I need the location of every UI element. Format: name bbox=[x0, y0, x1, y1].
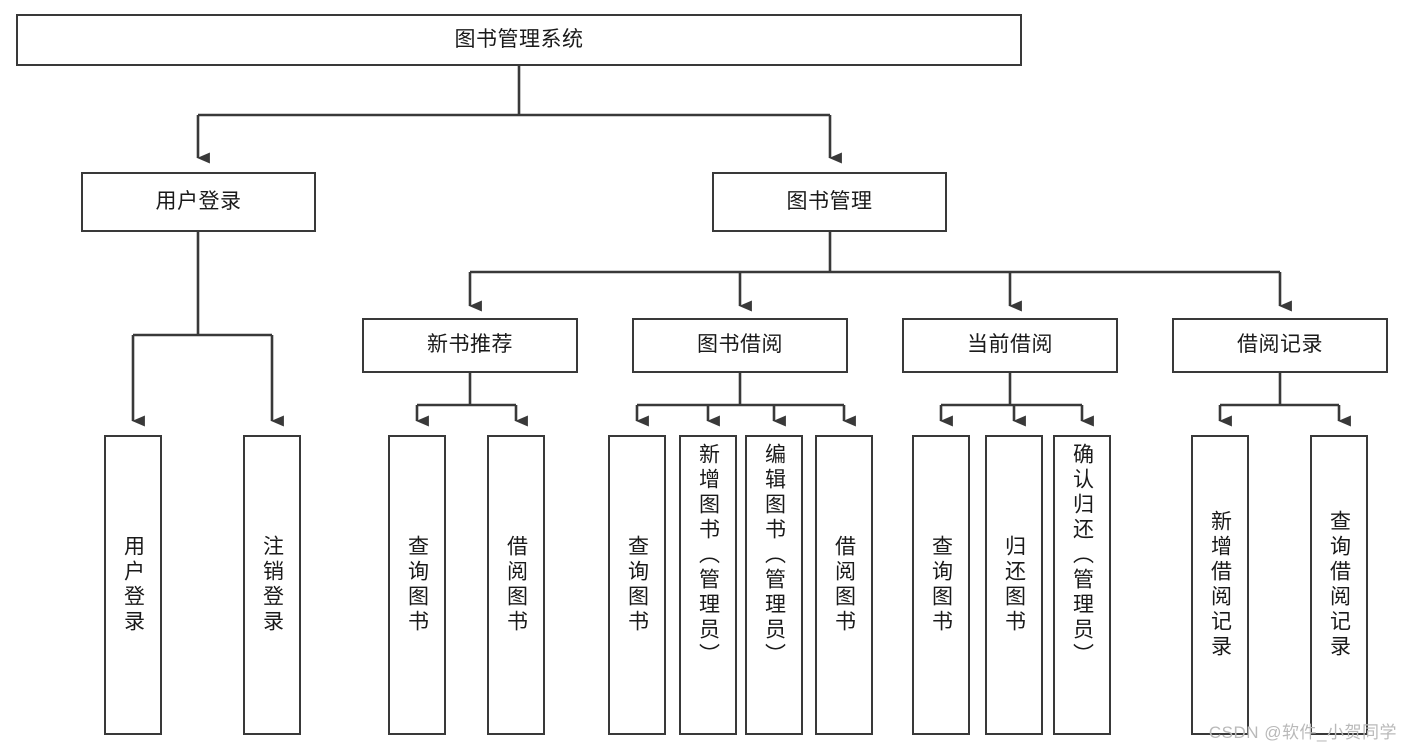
node-label-leaf-logout-login: 注销登录 bbox=[260, 535, 284, 635]
node-label-leaf-add-borrow-record: 新增借阅记录 bbox=[1208, 510, 1232, 660]
node-label-leaf-confirm-return-admin: 确认归还（管理员） bbox=[1070, 443, 1094, 668]
node-label-current-borrow: 当前借阅 bbox=[967, 333, 1053, 357]
node-label-leaf-query-book-1: 查询图书 bbox=[405, 535, 429, 635]
node-borrow-record[interactable]: 借阅记录 bbox=[1172, 318, 1388, 373]
node-leaf-logout-login[interactable]: 注销登录 bbox=[243, 435, 301, 735]
node-label-leaf-borrow-book-1: 借阅图书 bbox=[504, 535, 528, 635]
node-leaf-borrow-book-1[interactable]: 借阅图书 bbox=[487, 435, 545, 735]
node-label-leaf-query-book-2: 查询图书 bbox=[625, 535, 649, 635]
node-leaf-query-book-3[interactable]: 查询图书 bbox=[912, 435, 970, 735]
node-label-leaf-user-login: 用户登录 bbox=[121, 535, 145, 635]
node-user-login[interactable]: 用户登录 bbox=[81, 172, 316, 232]
node-label-book-management: 图书管理 bbox=[786, 189, 873, 213]
node-leaf-confirm-return-admin[interactable]: 确认归还（管理员） bbox=[1053, 435, 1111, 735]
node-label-borrow-record: 借阅记录 bbox=[1237, 333, 1323, 357]
node-current-borrow[interactable]: 当前借阅 bbox=[902, 318, 1118, 373]
node-label-leaf-query-borrow-record: 查询借阅记录 bbox=[1327, 510, 1351, 660]
node-label-leaf-query-book-3: 查询图书 bbox=[929, 535, 953, 635]
node-label-user-login: 用户登录 bbox=[155, 189, 242, 213]
node-leaf-user-login[interactable]: 用户登录 bbox=[104, 435, 162, 735]
node-leaf-add-borrow-record[interactable]: 新增借阅记录 bbox=[1191, 435, 1249, 735]
node-leaf-query-book-2[interactable]: 查询图书 bbox=[608, 435, 666, 735]
node-label-root: 图书管理系统 bbox=[454, 27, 584, 51]
node-leaf-query-book-1[interactable]: 查询图书 bbox=[388, 435, 446, 735]
node-leaf-return-book[interactable]: 归还图书 bbox=[985, 435, 1043, 735]
node-label-new-book-recommend: 新书推荐 bbox=[427, 333, 513, 357]
node-leaf-query-borrow-record[interactable]: 查询借阅记录 bbox=[1310, 435, 1368, 735]
node-new-book-recommend[interactable]: 新书推荐 bbox=[362, 318, 578, 373]
node-leaf-edit-book-admin[interactable]: 编辑图书（管理员） bbox=[745, 435, 803, 735]
node-label-leaf-borrow-book-2: 借阅图书 bbox=[832, 535, 856, 635]
node-book-borrow[interactable]: 图书借阅 bbox=[632, 318, 848, 373]
node-leaf-add-book-admin[interactable]: 新增图书（管理员） bbox=[679, 435, 737, 735]
node-label-leaf-return-book: 归还图书 bbox=[1002, 535, 1026, 635]
watermark-text: CSDN @软件_小贺同学 bbox=[1208, 723, 1397, 742]
node-label-leaf-edit-book-admin: 编辑图书（管理员） bbox=[762, 443, 786, 668]
node-label-leaf-add-book-admin: 新增图书（管理员） bbox=[696, 443, 720, 668]
node-book-management[interactable]: 图书管理 bbox=[712, 172, 947, 232]
node-label-book-borrow: 图书借阅 bbox=[697, 333, 783, 357]
node-leaf-borrow-book-2[interactable]: 借阅图书 bbox=[815, 435, 873, 735]
node-root[interactable]: 图书管理系统 bbox=[16, 14, 1022, 66]
